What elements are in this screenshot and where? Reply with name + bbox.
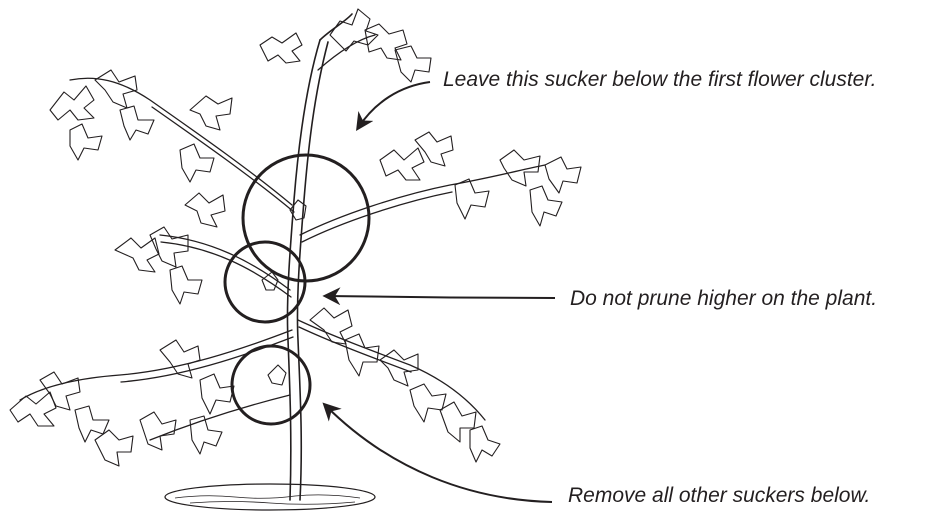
plant-branches — [20, 35, 545, 440]
callout-arrows — [325, 82, 555, 502]
ground-shadow — [165, 484, 375, 510]
callout-do-not-prune: Do not prune higher on the plant. — [570, 288, 877, 309]
callout-leave-sucker: Leave this sucker below the first flower… — [443, 69, 876, 90]
arrow-icon-bottom — [325, 405, 552, 502]
callout-remove-suckers: Remove all other suckers below. — [568, 485, 870, 506]
arrow-icon-middle — [326, 296, 555, 298]
circle-marker-lower — [232, 346, 310, 424]
sucker-markers — [225, 155, 369, 424]
arrow-icon-top — [358, 82, 430, 128]
circle-marker-middle — [225, 242, 305, 322]
